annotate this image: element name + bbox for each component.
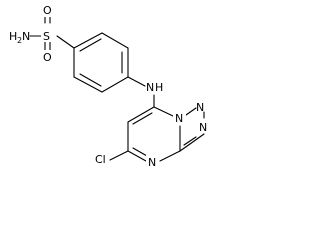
bond-benzene-1 — [73, 32, 103, 49]
atom-amine-sub: 2 — [17, 36, 22, 45]
bond-c5-n4-double — [132, 147, 148, 157]
bonds — [29, 13, 205, 162]
molecule-diagram: S O O H 2 N N H N N N N Cl — [9, 3, 207, 169]
atom-sulfur: S — [43, 30, 50, 43]
bond-benzene-4 — [101, 76, 129, 93]
bond-s-ring — [56, 35, 75, 49]
bond-n8-n1 — [185, 107, 197, 116]
bond-n4-c3a — [159, 150, 181, 162]
bond-c7-c6-double — [132, 112, 153, 125]
atom-amine-n: N — [22, 30, 30, 43]
atom-linker-n: N — [146, 81, 154, 94]
bond-c2-n3 — [189, 133, 205, 145]
atom-triazole-n-top: N — [196, 101, 204, 114]
atom-oxygen-bottom: O — [43, 51, 52, 64]
bond-c5-cl — [109, 150, 129, 161]
bond-ring-nh — [127, 76, 146, 87]
atom-triazole-n-right: N — [199, 121, 207, 134]
bond-n8-c7 — [153, 106, 174, 117]
bond-c7-c6 — [127, 106, 155, 123]
bond-n3-c3a — [179, 143, 191, 152]
bond-benzene-double-3 — [79, 73, 102, 87]
atom-labels: S O O H 2 N N H N N N N Cl — [9, 3, 207, 169]
atom-linker-h: H — [155, 81, 163, 94]
atom-pyrimidine-n: N — [148, 156, 156, 169]
bond-benzene-double-1 — [79, 38, 102, 52]
atom-oxygen-top: O — [43, 4, 52, 17]
structure-canvas: S O O H 2 N N H N N N N Cl — [0, 0, 208, 177]
atom-triazole-n-bridge: N — [175, 112, 183, 125]
atom-chlorine: Cl — [95, 153, 106, 166]
bond-c3a-n3-double — [183, 136, 197, 146]
bond-benzene-5 — [73, 76, 103, 93]
bond-c5-n4 — [127, 150, 147, 162]
bond-benzene-2 — [101, 32, 129, 49]
atom-amine-h: H — [9, 30, 17, 43]
